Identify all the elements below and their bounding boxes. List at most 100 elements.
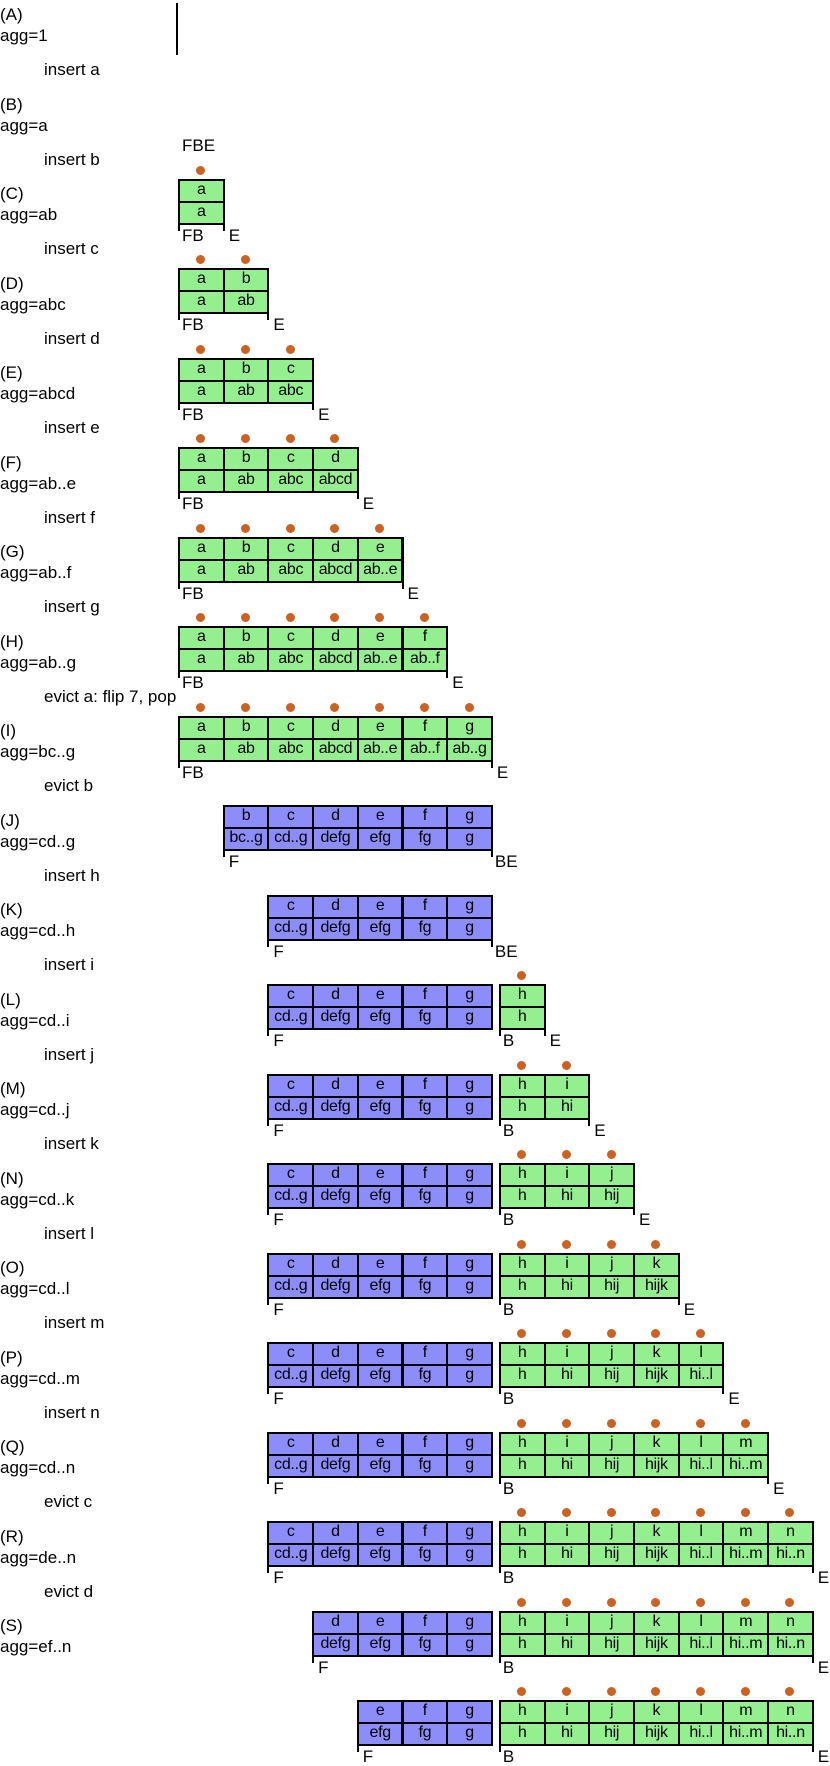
green-cell-value: a <box>178 536 225 561</box>
step-label: (R) <box>0 1526 24 1546</box>
operation-label: insert i <box>44 955 95 974</box>
blue-cell-aggregate: g <box>446 916 493 941</box>
pointer-label-f: F <box>273 1478 284 1498</box>
blue-cell-aggregate: defg <box>312 1632 359 1657</box>
green-cell-aggregate: ab..e <box>356 558 404 583</box>
aggregate-value: agg=cd..h <box>0 921 76 940</box>
blue-cell-value: e <box>356 1163 404 1187</box>
blue-cell-value: b <box>222 805 270 829</box>
pointer-tick <box>633 1163 635 1215</box>
new-element-dot <box>241 613 251 622</box>
blue-cell-aggregate: bc..g <box>222 827 270 851</box>
green-cell-aggregate: ab..e <box>356 737 404 762</box>
green-cell-value: a <box>178 715 225 740</box>
operation-label: insert f <box>44 507 96 527</box>
aggregate-value: agg=ef..n <box>0 1637 72 1656</box>
blue-cell-aggregate: efg <box>356 1274 404 1299</box>
green-cell-aggregate: hi..l <box>677 1453 725 1478</box>
blue-cell-value: g <box>446 1521 493 1545</box>
green-cell-value: b <box>222 268 270 292</box>
pointer-label-e: E <box>683 1299 696 1319</box>
blue-cell-value: e <box>356 894 404 919</box>
green-cell-aggregate: hi..l <box>677 1364 725 1388</box>
aggregate-value: agg=abc <box>0 294 66 314</box>
new-element-dot <box>606 1597 616 1607</box>
pointer-label-f: F <box>273 1210 284 1229</box>
blue-cell-value: d <box>312 1431 359 1456</box>
aggregate-value: agg=ab <box>0 205 58 224</box>
blue-cell-aggregate: defg <box>312 1274 359 1299</box>
green-cell-aggregate: hijk <box>633 1722 680 1746</box>
new-element-dot <box>606 1687 616 1696</box>
blue-cell-aggregate: efg <box>356 1543 404 1567</box>
green-cell-value: l <box>677 1431 725 1456</box>
green-cell-value: i <box>543 1431 591 1456</box>
green-cell-aggregate: a <box>178 737 225 762</box>
green-cell-aggregate: a <box>178 648 225 672</box>
green-cell-aggregate: hij <box>588 1364 635 1388</box>
green-cell-aggregate: ab <box>222 379 270 404</box>
green-cell-value: a <box>178 268 225 292</box>
new-element-dot <box>241 702 251 712</box>
green-cell-aggregate: a <box>178 379 225 404</box>
blue-cell-aggregate: defg <box>312 827 359 851</box>
aggregate-value: agg=cd..m <box>0 1368 80 1388</box>
operation-label: insert a <box>44 60 100 79</box>
pointer-label-e: E <box>228 225 241 245</box>
blue-cell-value: e <box>356 1252 404 1277</box>
new-element-dot <box>196 344 206 354</box>
new-element-dot <box>785 1687 795 1696</box>
blue-cell-value: c <box>267 1431 315 1456</box>
aggregate-value: agg=abcd <box>0 384 76 403</box>
pointer-label-be: BE <box>494 852 518 871</box>
blue-cell-aggregate: fg <box>401 1632 449 1657</box>
pointer-label-fb: FB <box>182 762 204 782</box>
new-element-dot <box>330 434 340 443</box>
blue-cell-aggregate: cd..g <box>267 1185 315 1209</box>
blue-cell-aggregate: g <box>446 1722 493 1746</box>
pointer-label-e: E <box>318 404 330 424</box>
pointer-label-b: B <box>502 1657 515 1677</box>
green-cell-aggregate: hi..l <box>677 1543 725 1567</box>
green-cell-aggregate: hi..l <box>677 1722 725 1746</box>
green-cell-aggregate: h <box>498 1185 546 1209</box>
pointer-tick <box>176 3 178 55</box>
green-cell-aggregate: hi <box>543 1453 591 1478</box>
green-cell-aggregate: hi <box>543 1095 591 1120</box>
step-label: (E) <box>0 363 23 382</box>
step-label: (N) <box>0 1168 24 1188</box>
new-element-dot <box>464 702 474 712</box>
new-element-dot <box>561 1508 571 1517</box>
aggregate-value: agg=de..n <box>0 1547 77 1567</box>
blue-cell-value: c <box>267 805 315 829</box>
pointer-label-fb: FB <box>182 225 204 245</box>
new-element-dot <box>285 434 295 443</box>
blue-cell-value: c <box>267 1252 315 1277</box>
step-label: (K) <box>0 900 23 919</box>
step-label: (J) <box>0 810 20 830</box>
blue-cell-aggregate: g <box>446 1364 493 1388</box>
blue-cell-aggregate: efg <box>356 916 404 941</box>
pointer-tick <box>811 1610 814 1663</box>
blue-cell-value: f <box>401 1610 449 1635</box>
new-element-dot <box>606 1239 616 1249</box>
blue-cell-value: g <box>446 1163 493 1187</box>
pointer-label-f: F <box>273 1299 284 1319</box>
green-cell-aggregate: h <box>498 1274 546 1299</box>
blue-cell-value: d <box>312 1073 359 1098</box>
operation-label: evict c <box>44 1492 93 1511</box>
new-element-dot <box>561 1060 571 1070</box>
blue-cell-aggregate: fg <box>401 1543 449 1567</box>
pointer-label-fb: FB <box>182 673 204 692</box>
blue-cell-value: f <box>401 1342 449 1366</box>
blue-cell-aggregate: g <box>446 1006 493 1030</box>
green-cell-aggregate: ab <box>222 737 270 762</box>
green-cell-value: j <box>588 1252 635 1277</box>
step-label: (M) <box>0 1079 26 1098</box>
pointer-tick <box>267 1342 270 1394</box>
green-cell-value: l <box>677 1700 725 1724</box>
green-cell-value: f <box>401 715 449 740</box>
blue-cell-value: f <box>401 894 449 919</box>
new-element-dot <box>196 523 206 533</box>
blue-cell-value: g <box>446 984 493 1008</box>
